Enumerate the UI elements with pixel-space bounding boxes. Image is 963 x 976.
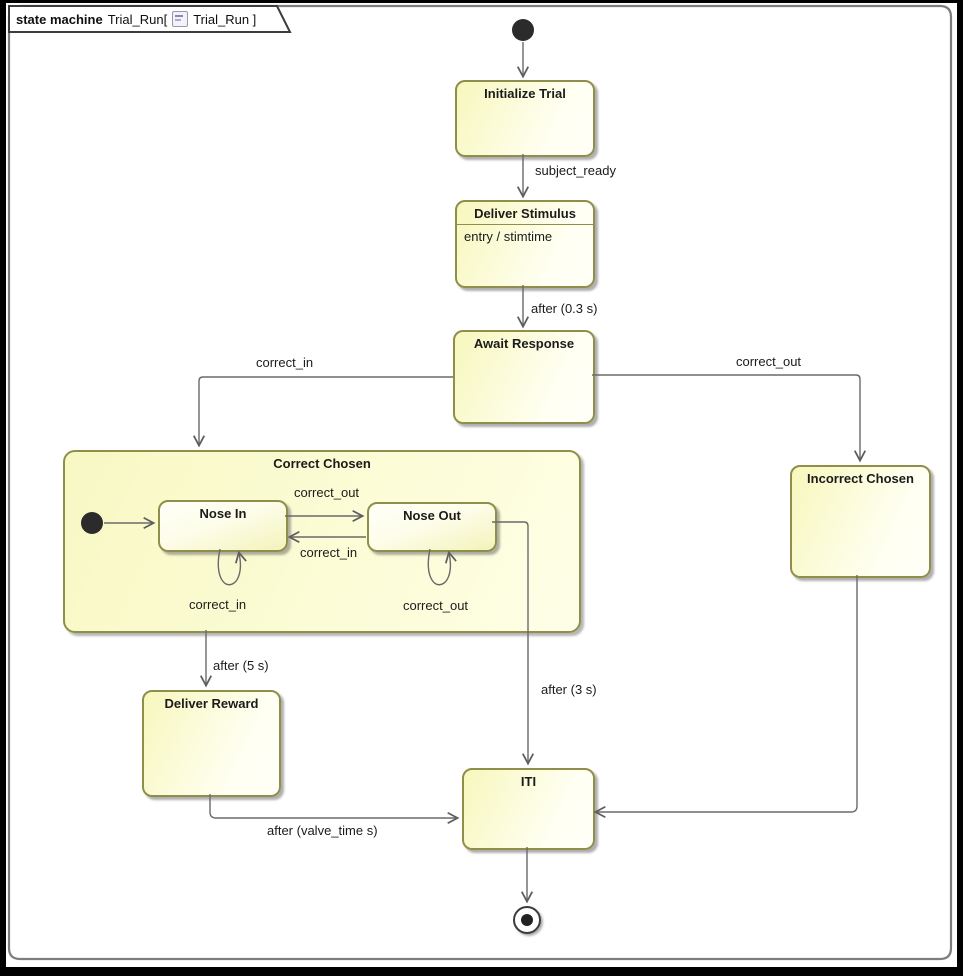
state-title: Deliver Reward <box>164 696 259 711</box>
initial-state-top[interactable] <box>512 19 534 41</box>
state-deliver-stimulus[interactable]: Deliver Stimulus entry / stimtime <box>455 200 595 288</box>
transition-label-after-5s[interactable]: after (5 s) <box>213 658 269 673</box>
state-iti[interactable]: ITI <box>462 768 595 850</box>
transition-label-nose-in-to-out[interactable]: correct_out <box>294 485 360 500</box>
transition-label-after-03s[interactable]: after (0.3 s) <box>531 301 598 316</box>
transition-label-after-3s[interactable]: after (3 s) <box>541 682 597 697</box>
state-title: Correct Chosen <box>273 456 371 471</box>
state-nose-in[interactable]: Nose In <box>158 500 288 552</box>
state-title: ITI <box>520 774 537 789</box>
state-title: Initialize Trial <box>484 86 566 101</box>
transition-label-nose-in-self[interactable]: correct_in <box>189 597 247 612</box>
initial-state-inner[interactable] <box>81 512 103 534</box>
state-await-response[interactable]: Await Response <box>453 330 595 424</box>
frame-diagram-ref: Trial_Run ] <box>193 11 257 27</box>
transition-label-after-valve-time[interactable]: after (valve_time s) <box>267 823 378 838</box>
transition-label-nose-out-to-in[interactable]: correct_in <box>300 545 358 560</box>
final-state[interactable] <box>513 906 541 934</box>
final-state-dot <box>521 914 533 926</box>
frame-title: state machine Trial_Run[ Trial_Run ] <box>16 11 256 27</box>
state-title: Incorrect Chosen <box>807 471 914 486</box>
transition-label-nose-out-self[interactable]: correct_out <box>403 598 469 613</box>
transition-label-correct-in[interactable]: correct_in <box>256 355 314 370</box>
state-title: Nose In <box>199 506 247 521</box>
state-incorrect-chosen[interactable]: Incorrect Chosen <box>790 465 931 578</box>
state-correct-chosen[interactable]: Correct Chosen <box>63 450 581 633</box>
state-initialize-trial[interactable]: Initialize Trial <box>455 80 595 157</box>
state-title: Deliver Stimulus <box>474 206 576 221</box>
state-title: Nose Out <box>403 508 461 523</box>
state-machine-diagram-icon <box>172 11 189 27</box>
transition-label-subject-ready[interactable]: subject_ready <box>535 163 616 178</box>
state-deliver-reward[interactable]: Deliver Reward <box>142 690 281 797</box>
state-title: Await Response <box>473 336 575 351</box>
state-nose-out[interactable]: Nose Out <box>367 502 497 552</box>
frame-model-name: Trial_Run[ <box>107 11 168 27</box>
transition-label-correct-out[interactable]: correct_out <box>736 354 802 369</box>
frame-keyword: state machine <box>16 11 103 27</box>
entry-action: entry / stimtime <box>464 229 553 244</box>
